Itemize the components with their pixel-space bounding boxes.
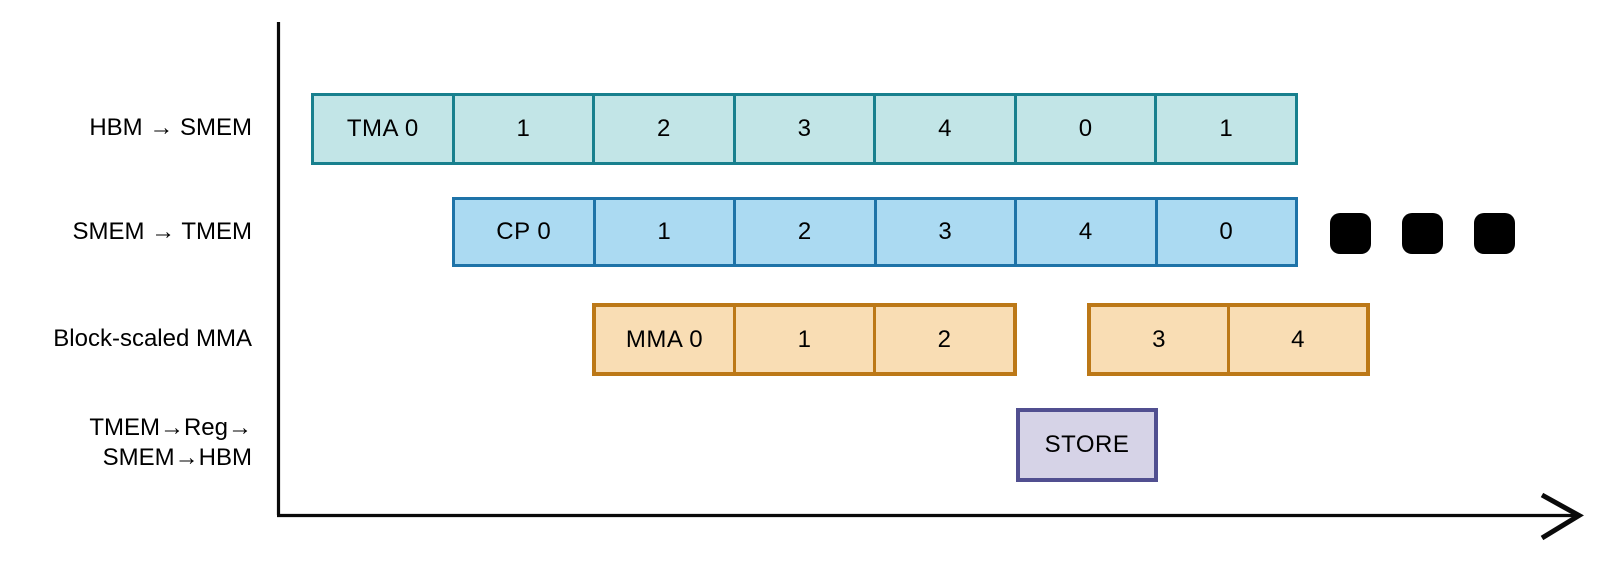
- continuation-dot-icon: [1474, 213, 1515, 254]
- cp-cell-2: 2: [733, 200, 874, 264]
- mma-cell-4: 4: [1227, 307, 1366, 372]
- mma-cell-2: 2: [873, 307, 1013, 372]
- tma-cell-2: 2: [592, 96, 733, 162]
- mma-cell-3: 3: [1152, 325, 1166, 353]
- cp-cell-5: 0: [1154, 200, 1296, 264]
- cp-copy-bar: CP 0 1 2 3 4 0: [452, 197, 1298, 267]
- lane-label-line-2: SMEM→HBM: [102, 444, 252, 471]
- tma-cell-1: 1: [451, 96, 593, 162]
- lane-label-hbm-to-smem: HBM → SMEM: [89, 114, 252, 141]
- continuation-dot-icon: [1330, 213, 1371, 254]
- lane-label-block-scaled-mma: Block-scaled MMA: [53, 325, 252, 352]
- mma-bar-group-2: 3 4: [1087, 303, 1370, 376]
- tma-cell-5: 0: [1013, 96, 1155, 162]
- cp-cell-4: 4: [1014, 200, 1155, 264]
- mma-cell-1: 1: [733, 307, 873, 372]
- mma-bar-group-1: MMA 0 1 2: [592, 303, 1017, 376]
- lane-label-smem-to-tmem: SMEM → TMEM: [72, 218, 252, 245]
- tma-cell-3: 3: [732, 96, 874, 162]
- cp-cell-3: 3: [873, 200, 1015, 264]
- cp-cell-1: 1: [592, 200, 734, 264]
- store-cell: STORE: [1044, 431, 1130, 458]
- tma-cell-4: 4: [873, 96, 1014, 162]
- lane-label-line-1: TMEM→Reg→: [89, 414, 252, 441]
- cp-cell-0: CP 0: [496, 218, 552, 245]
- continuation-dot-icon: [1402, 213, 1443, 254]
- x-axis-arrowhead-icon: [1540, 492, 1584, 541]
- tma-cell-0: TMA 0: [346, 115, 419, 142]
- lane-label-tmem-reg-smem-hbm: TMEM→Reg→ SMEM→HBM: [0, 413, 252, 473]
- store-bar: STORE: [1016, 408, 1158, 482]
- tma-cell-6: 1: [1154, 96, 1295, 162]
- mma-cell-0: MMA 0: [625, 325, 704, 353]
- tma-copy-bar: TMA 0 1 2 3 4 0 1: [311, 93, 1298, 165]
